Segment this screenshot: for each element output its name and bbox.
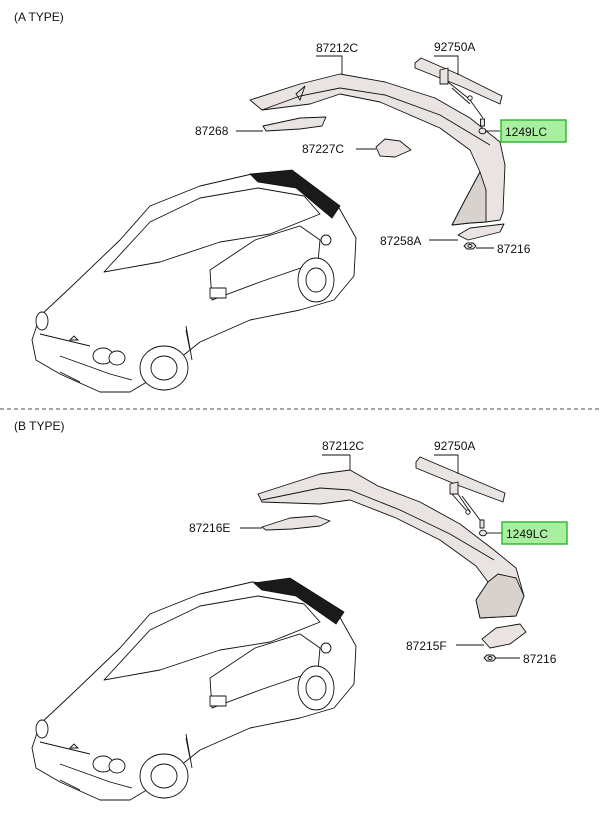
car-illustration-a (31, 169, 357, 393)
nut-b (483, 654, 497, 662)
highlight-bolt-a[interactable] (500, 119, 567, 143)
leaders-a (236, 55, 500, 249)
nut-a (463, 242, 477, 250)
right-pad-b (481, 623, 527, 649)
label-spoiler-b: 87212C (322, 439, 364, 453)
leaders-b (240, 454, 520, 659)
right-pad-a (457, 223, 505, 241)
label-nut-a: 87216 (497, 242, 531, 256)
rear-spoiler-b (257, 469, 525, 619)
label-bolt-b[interactable]: 1249LC (506, 527, 548, 541)
section-a: (A TYPE) (14, 10, 567, 393)
section-b-title: (B TYPE) (14, 419, 64, 433)
section-b: (B TYPE) (14, 419, 568, 801)
label-cap-a: 87227C (302, 142, 344, 156)
spoiler-bracket-b (415, 456, 506, 515)
left-pad-b (261, 515, 331, 531)
bolt-a (469, 99, 487, 135)
label-nut-b: 87216 (523, 652, 557, 666)
label-left-pad-a: 87268 (195, 124, 229, 138)
highlight-bolt-b[interactable] (501, 521, 568, 545)
rear-spoiler-a (249, 73, 506, 226)
label-bracket-a: 92750A (434, 40, 475, 54)
label-spoiler-a: 87212C (316, 41, 358, 55)
label-bracket-b: 92750A (434, 439, 475, 453)
section-a-title: (A TYPE) (14, 10, 64, 24)
label-bolt-a[interactable]: 1249LC (505, 125, 547, 139)
label-left-pad-b: 87216E (189, 521, 230, 535)
label-right-pad-a: 87258A (380, 234, 421, 248)
left-pad-a (262, 116, 327, 132)
car-illustration-b (31, 577, 357, 801)
cap-a (375, 138, 412, 158)
label-right-pad-b: 87215F (406, 639, 447, 653)
bolt-b (461, 495, 487, 537)
